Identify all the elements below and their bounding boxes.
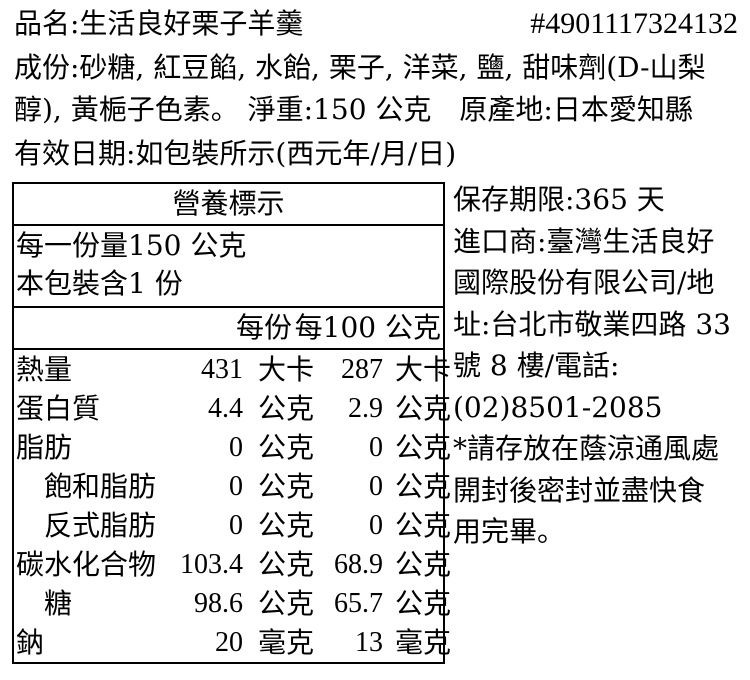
per-100g-value: 0 <box>369 432 383 463</box>
column-per-100g: 每100 公克 <box>294 311 441 344</box>
nutrient-label: 飽和脂肪 <box>44 470 157 503</box>
barcode-number: #4901117324132 <box>530 7 738 40</box>
product-name: 品名:生活良好栗子羊羹 <box>14 7 304 40</box>
nutrient-label: 碳水化合物 <box>16 548 157 581</box>
info-line: 號 8 樓/電話: <box>453 349 620 382</box>
per-100g-unit: 公克 <box>395 470 452 503</box>
servings-per-package: 本包裝含1 份 <box>16 267 183 300</box>
expiry-date: 有效日期:如包裝所示(西元年/月/日) <box>14 137 457 170</box>
per-serving-value: 4.4 <box>208 393 243 424</box>
per-100g-unit: 公克 <box>395 548 452 581</box>
per-serving-value: 103.4 <box>180 549 243 580</box>
ingredients-line-2: 醇), 黃梔子色素。 淨重:150 公克 原產地:日本愛知縣 <box>14 93 693 126</box>
serving-size: 每一份量150 公克 <box>16 229 247 262</box>
nutrient-label: 熱量 <box>16 353 73 386</box>
nutrient-label: 蛋白質 <box>16 392 101 425</box>
per-serving-value: 98.6 <box>194 588 243 619</box>
divider <box>14 306 443 308</box>
per-100g-value: 0 <box>369 510 383 541</box>
info-line: *請存放在蔭涼通風處 <box>453 432 720 465</box>
info-line: 址:台北市敬業四路 33 <box>453 307 731 341</box>
nutrition-row: 糖 98.6 公克 65.7 公克 <box>14 584 451 623</box>
info-line: 進口商:臺灣生活良好 <box>453 224 715 258</box>
nutrition-title: 營養標示 <box>172 187 285 220</box>
per-serving-value: 0 <box>229 471 243 502</box>
info-line: 開封後密封並盡快食 <box>453 473 706 507</box>
per-serving-unit: 大卡 <box>258 353 315 386</box>
nutrition-row: 鈉 20 毫克 13 毫克 <box>14 623 451 662</box>
info-line: 用完畢。 <box>453 515 566 548</box>
per-serving-value: 0 <box>229 432 243 463</box>
per-100g-value: 287 <box>341 354 383 385</box>
per-serving-value: 431 <box>201 354 243 385</box>
divider <box>14 348 443 350</box>
per-100g-unit: 公克 <box>395 431 452 464</box>
per-serving-value: 0 <box>229 510 243 541</box>
per-100g-unit: 公克 <box>395 509 452 542</box>
nutrient-label: 反式脂肪 <box>44 509 157 542</box>
nutrition-row: 飽和脂肪 0 公克 0 公克 <box>14 467 451 506</box>
per-serving-value: 20 <box>215 627 243 658</box>
per-100g-unit: 公克 <box>395 587 452 620</box>
per-100g-value: 68.9 <box>334 549 383 580</box>
per-100g-unit: 公克 <box>395 392 452 425</box>
per-100g-value: 0 <box>369 471 383 502</box>
per-100g-value: 65.7 <box>334 588 383 619</box>
info-line: 保存期限:365 天 <box>453 183 665 216</box>
per-100g-value: 13 <box>355 627 383 658</box>
nutrition-row: 熱量 431 大卡 287 大卡 <box>14 350 451 389</box>
per-serving-unit: 公克 <box>258 509 315 542</box>
per-serving-unit: 公克 <box>258 587 315 620</box>
nutrition-table: 營養標示 每一份量150 公克 本包裝含1 份 每份 每100 公克 熱量 431… <box>12 182 451 664</box>
info-line: (02)8501-2085 <box>453 390 663 424</box>
per-100g-unit: 毫克 <box>395 626 452 659</box>
info-line: 國際股份有限公司/地 <box>453 266 715 299</box>
per-serving-unit: 公克 <box>258 431 315 464</box>
nutrient-label: 脂肪 <box>16 431 73 464</box>
nutrient-label: 糖 <box>44 587 73 620</box>
nutrition-row: 反式脂肪 0 公克 0 公克 <box>14 506 451 545</box>
per-serving-unit: 公克 <box>258 548 315 581</box>
per-100g-value: 2.9 <box>348 393 383 424</box>
column-per-serving: 每份 <box>236 311 293 344</box>
per-100g-unit: 大卡 <box>395 353 452 386</box>
divider <box>14 224 443 226</box>
nutrition-row: 碳水化合物 103.4 公克 68.9 公克 <box>14 545 451 584</box>
per-serving-unit: 毫克 <box>258 626 315 659</box>
nutrient-label: 鈉 <box>16 626 45 659</box>
nutrition-row: 脂肪 0 公克 0 公克 <box>14 428 451 467</box>
per-serving-unit: 公克 <box>258 470 315 503</box>
nutrition-row: 蛋白質 4.4 公克 2.9 公克 <box>14 389 451 428</box>
per-serving-unit: 公克 <box>258 392 315 425</box>
ingredients-line-1: 成份:砂糖, 紅豆餡, 水飴, 栗子, 洋菜, 鹽, 甜味劑(D-山梨 <box>14 51 706 84</box>
